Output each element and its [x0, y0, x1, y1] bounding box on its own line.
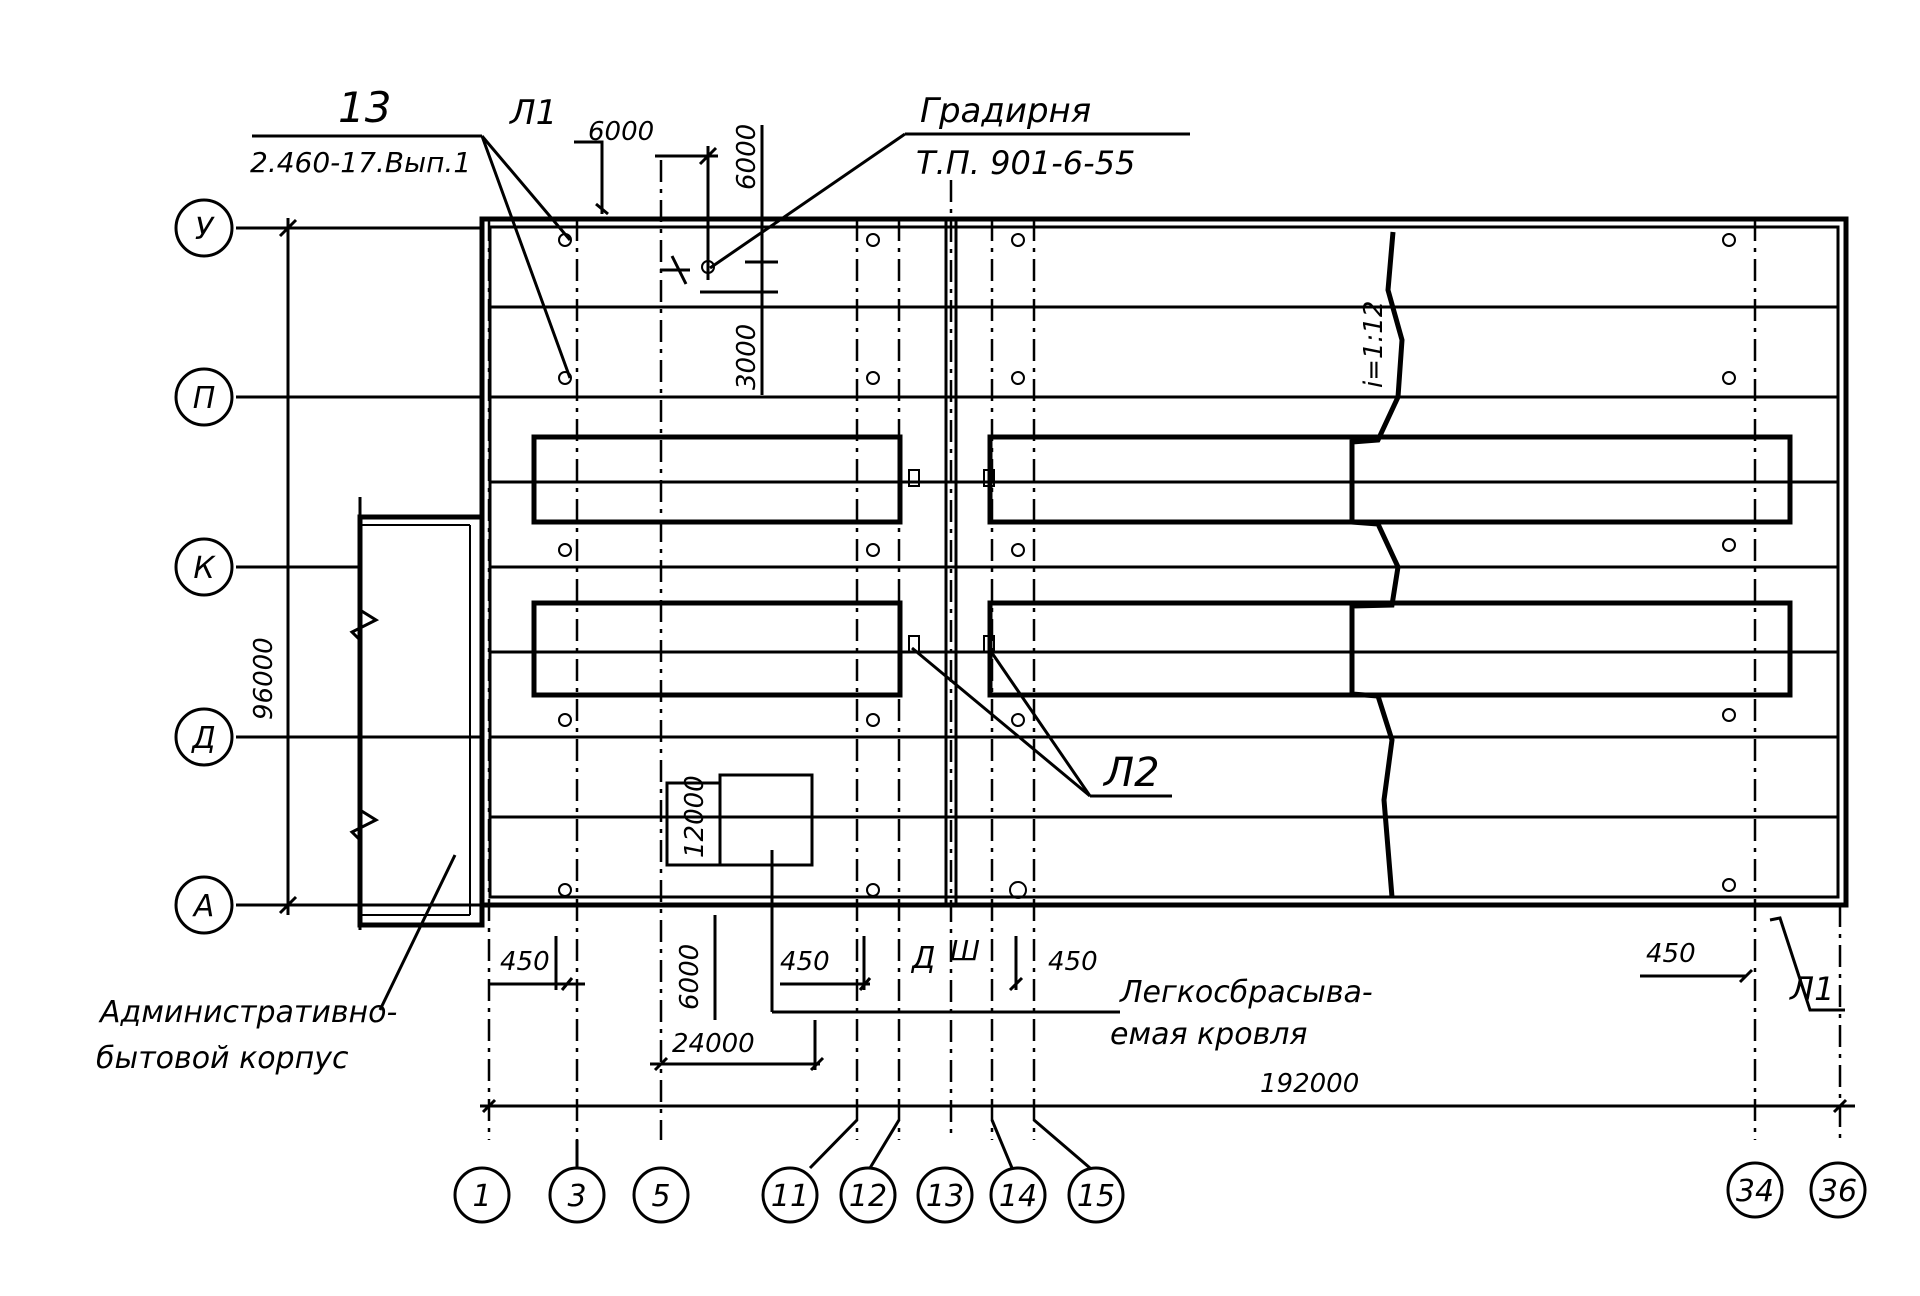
bottom-450-dims: 450 450 450 450 — [490, 936, 1754, 992]
cooling-tower-dims: 6000 6000 3000 — [588, 117, 778, 395]
ladder-1-label: Л1 — [508, 93, 557, 133]
ladder-2-label: Л2 — [1102, 750, 1160, 796]
column-axis-14: 14 — [989, 1119, 1047, 1224]
dimension-192000: 192000 — [480, 1069, 1855, 1114]
dimension-3000-label: 3000 — [732, 324, 762, 390]
d-mark-label: Д — [910, 941, 935, 976]
dimension-96000-label: 96000 — [249, 637, 279, 720]
slope-label: i=1:12 — [1359, 301, 1389, 388]
column-axis-11: 11 — [761, 1118, 859, 1224]
column-axis-13-label: 13 — [926, 1179, 964, 1214]
column-axis-36-label: 36 — [1819, 1174, 1857, 1209]
column-axis-15: 15 — [1033, 1118, 1125, 1224]
row-axis-a: А — [174, 875, 234, 935]
cooling-tower-ref-label: Т.П. 901-6-55 — [916, 144, 1135, 182]
column-axis-34: 34 — [1726, 1161, 1784, 1219]
equipment-box: 12000 — [665, 773, 814, 867]
dimension-450-far-label: 450 — [1646, 939, 1696, 969]
dimension-6000-vertical-label: 6000 — [732, 124, 762, 190]
top-left-callout: 13 2.460-17.Вып.1 Л1 — [250, 83, 609, 379]
row-axis-k: К — [174, 537, 234, 597]
sh-mark-label: Ш — [950, 934, 980, 967]
column-axis-lines — [487, 160, 1842, 1140]
dimension-12000-label: 12000 — [680, 775, 710, 858]
dimension-24000-label: 24000 — [672, 1029, 755, 1059]
ladder-marks — [908, 469, 995, 653]
dimension-450-right-label: 450 — [1048, 947, 1098, 977]
row-axis-d: Д — [174, 707, 234, 767]
row-axis-u: У — [174, 198, 234, 258]
roof-label-line2: емая кровля — [1110, 1017, 1307, 1052]
column-axis-13: 13 — [916, 1166, 974, 1224]
ladder-1-right-label: Л1 — [1789, 970, 1834, 1008]
admin-building-label-line2: бытовой корпус — [96, 1041, 349, 1076]
column-axis-3: 3 — [548, 1140, 606, 1224]
building-outline — [479, 216, 1849, 908]
column-axis-34-label: 34 — [1736, 1174, 1774, 1209]
admin-building-callout: Административно- бытовой корпус — [96, 854, 457, 1076]
row-axis-p-label: П — [193, 381, 216, 416]
column-axis-1: 1 — [453, 1166, 511, 1224]
column-axis-36: 36 — [1809, 1161, 1867, 1219]
column-axis-12-label: 12 — [849, 1179, 887, 1214]
row-axis-bubbles: У П К Д А — [174, 198, 234, 935]
row-lines — [490, 305, 1838, 819]
row-axis-a-label: А — [192, 889, 215, 924]
column-axis-3-label: 3 — [567, 1179, 586, 1214]
cooling-tower-callout: Градирня Т.П. 901-6-55 — [709, 91, 1190, 270]
admin-building-label-line1: Административно- — [98, 995, 397, 1030]
column-axis-bubbles: 1 3 5 11 12 13 14 — [453, 1118, 1867, 1224]
sheet-ref-label: 2.460-17.Вып.1 — [250, 146, 471, 179]
sheet-number-label: 13 — [338, 83, 391, 132]
row-axis-p: П — [174, 367, 234, 427]
ladder-2-callout: Л2 — [911, 646, 1172, 798]
row-axis-k-label: К — [193, 551, 216, 586]
ladder-1-right-callout: Л1 — [1769, 916, 1845, 1012]
dimension-450-left-label: 450 — [500, 947, 550, 977]
row-axis-d-label: Д — [190, 721, 215, 756]
column-axis-15-label: 15 — [1077, 1179, 1115, 1214]
dimension-192000-label: 192000 — [1260, 1069, 1359, 1099]
dimension-6000-top-label: 6000 — [588, 117, 654, 147]
column-axis-5: 5 — [632, 1166, 690, 1224]
cooling-tower-label: Градирня — [920, 91, 1091, 131]
dimension-450-mid-label: 450 — [780, 947, 830, 977]
break-line — [1349, 231, 1405, 898]
row-axis-u-label: У — [195, 212, 215, 247]
column-axis-14-label: 14 — [999, 1179, 1037, 1214]
roof-label-line1: Легкосбрасыва- — [1119, 975, 1373, 1010]
expansion-joint — [944, 219, 958, 905]
roof-callout: Легкосбрасыва- емая кровля — [770, 850, 1373, 1052]
dimension-96000: 96000 — [249, 218, 298, 915]
column-axis-12: 12 — [839, 1119, 901, 1224]
column-axis-1-label: 1 — [472, 1179, 491, 1214]
column-axis-11-label: 11 — [771, 1179, 809, 1214]
admin-building — [349, 497, 485, 930]
column-axis-5-label: 5 — [651, 1179, 670, 1214]
dimension-6000-bottom-label: 6000 — [675, 944, 705, 1010]
bottom-6000-24000-dims: 6000 24000 — [650, 915, 825, 1072]
